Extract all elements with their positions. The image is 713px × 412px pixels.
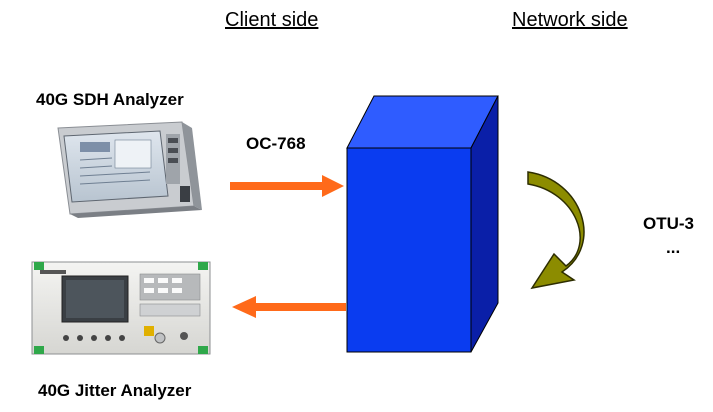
network-element-box [346,95,499,353]
network-side-header: Network side [512,9,628,31]
oc768-label: OC-768 [246,134,306,153]
sdh-analyzer-label: 40G SDH Analyzer [36,90,184,109]
otu3-label: OTU-3 [643,214,694,233]
client-side-header: Client side [225,9,319,31]
oc768-input-arrow [230,175,344,197]
otu3-more-label: ... [666,238,681,257]
sdh-analyzer-device [57,121,202,218]
jitter-analyzer-device [31,261,211,355]
output-arrow [232,296,346,318]
jitter-analyzer-label: 40G Jitter Analyzer [38,381,192,400]
otu3-curved-arrow [527,171,585,290]
